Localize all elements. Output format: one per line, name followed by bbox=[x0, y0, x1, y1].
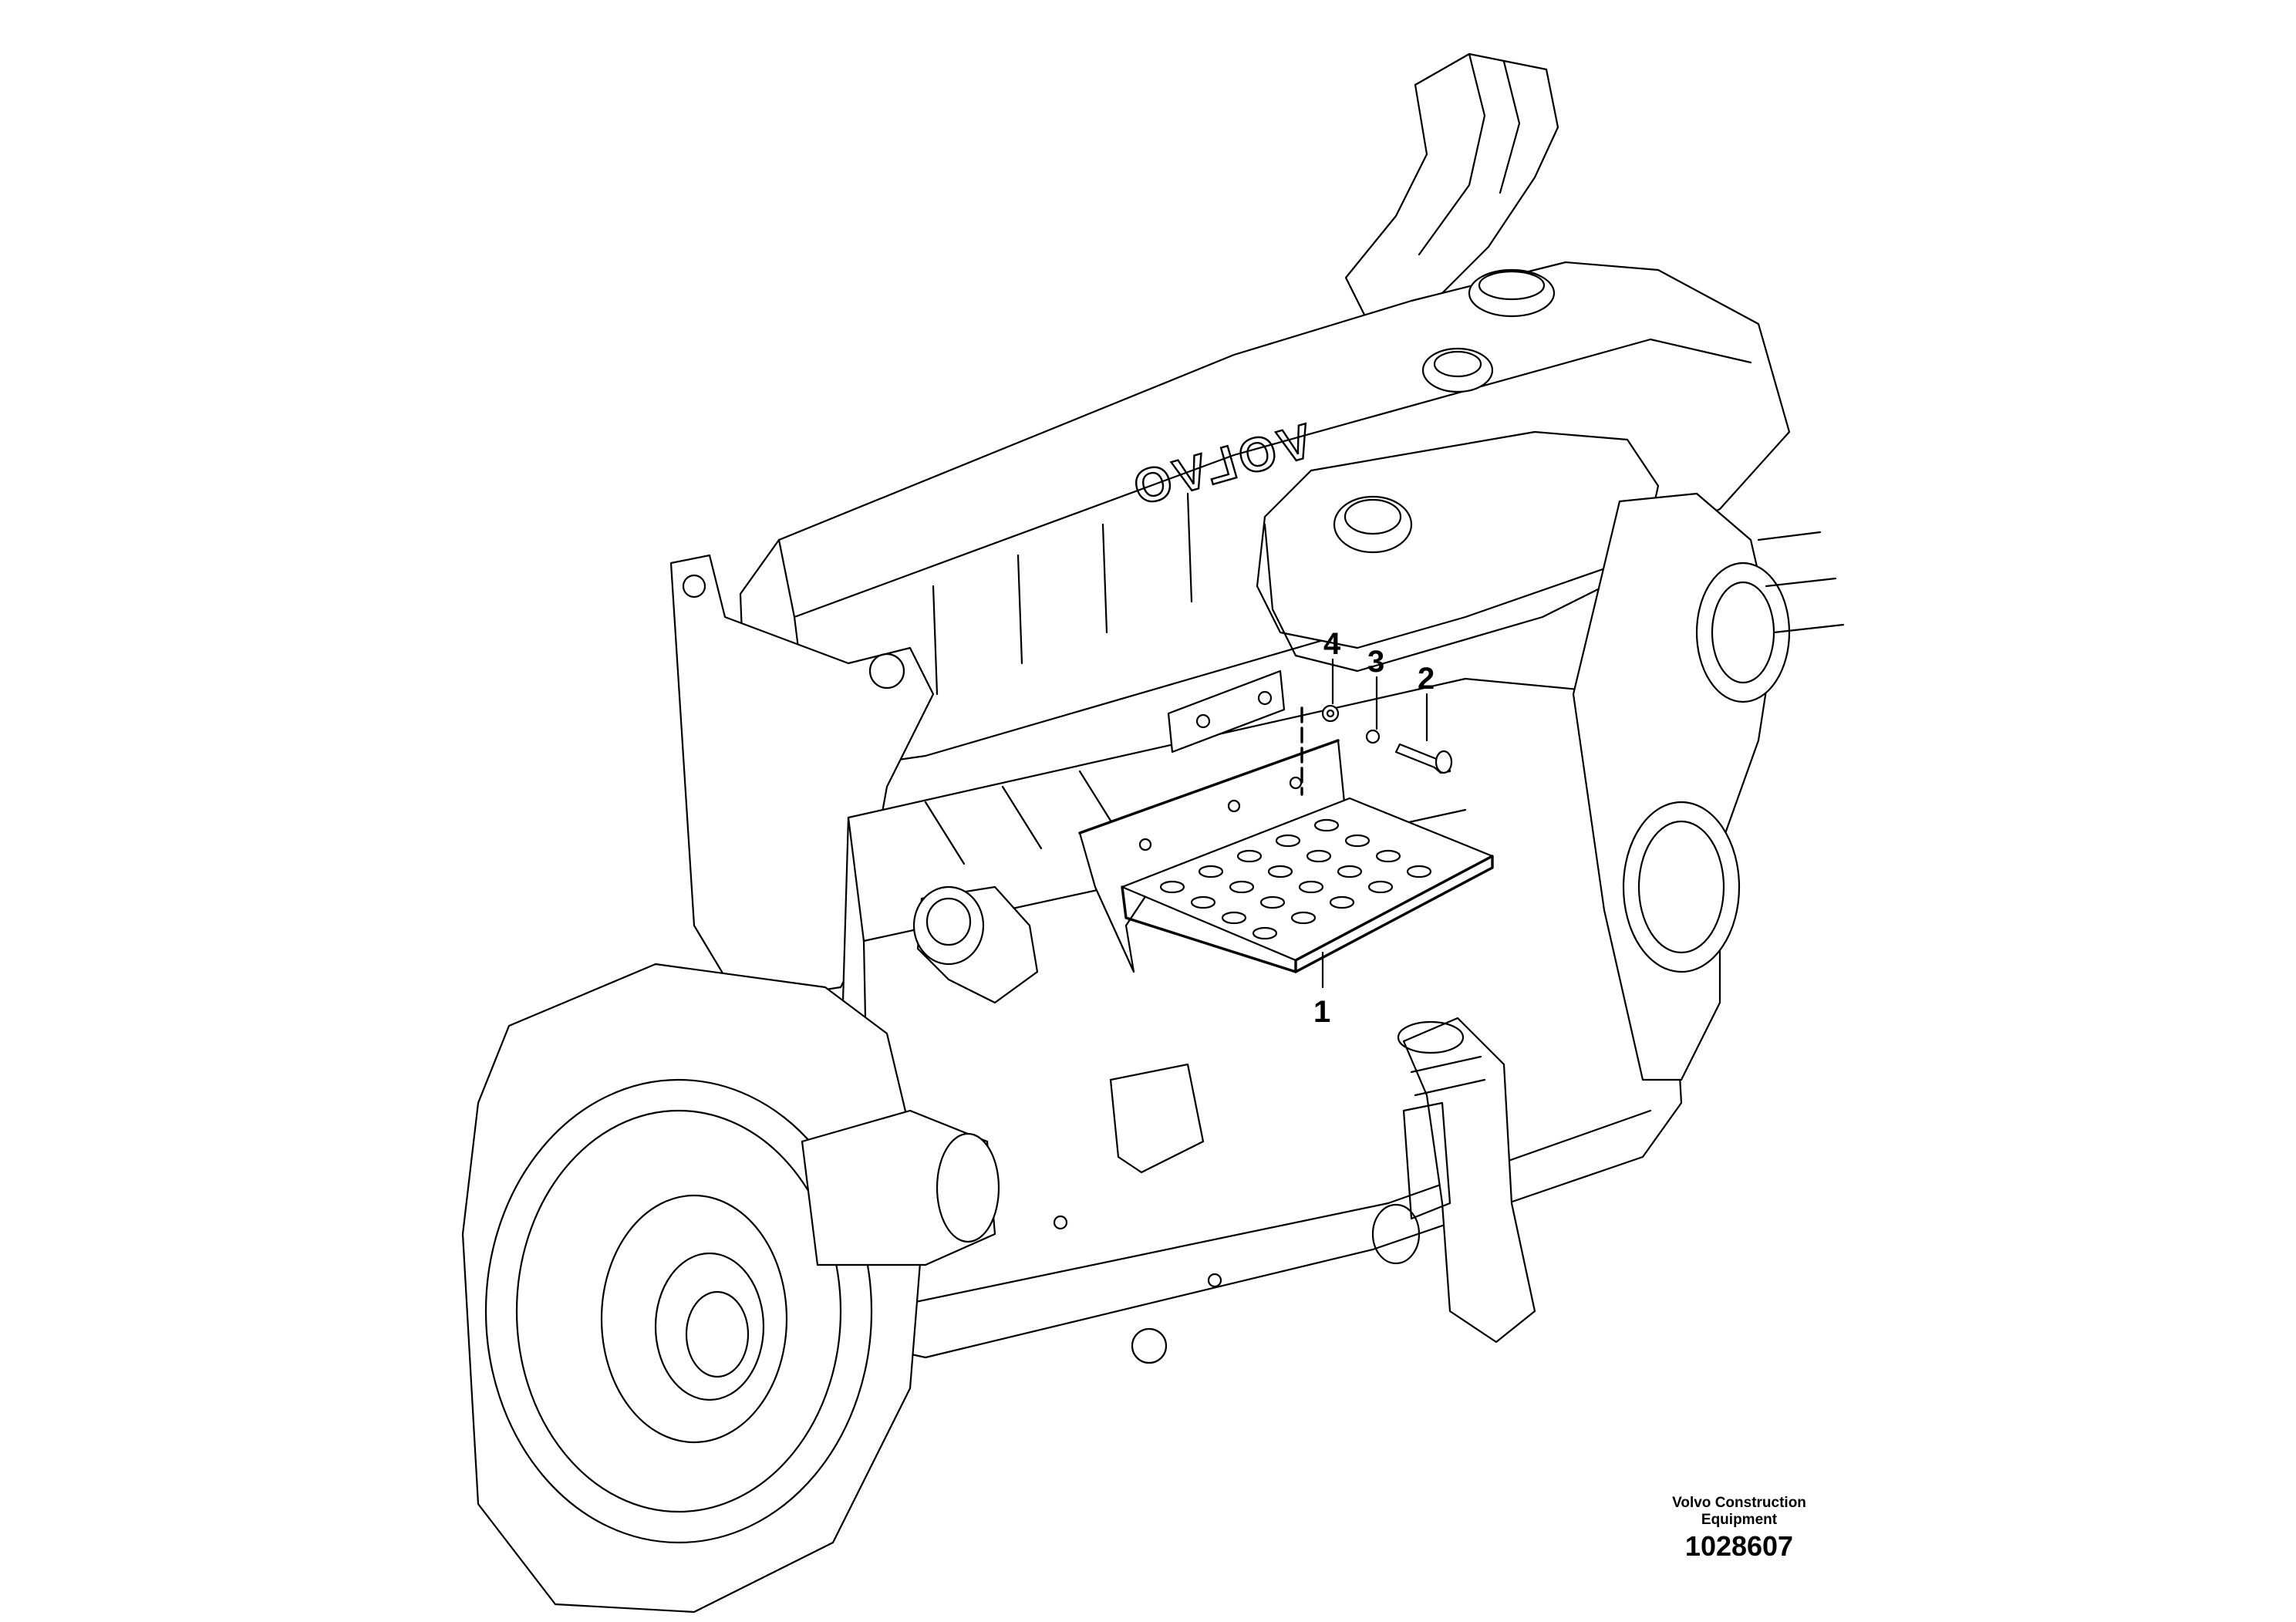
spacer-part-3 bbox=[1365, 729, 1381, 744]
washer-part-4 bbox=[1321, 704, 1340, 723]
callout-3: 3 bbox=[1367, 645, 1384, 679]
step-bracket bbox=[1078, 739, 1494, 973]
illustration-reference-number: 1028607 bbox=[1684, 1530, 1794, 1562]
brand-line-1: Volvo Construction bbox=[1672, 1495, 1806, 1511]
coolant-pipe bbox=[1397, 1017, 1536, 1344]
brand-caption: Volvo Construction Equipment bbox=[1623, 1495, 1855, 1529]
callout-1: 1 bbox=[1313, 995, 1330, 1029]
engine-details bbox=[1053, 1063, 1451, 1364]
callout-2: 2 bbox=[1418, 662, 1435, 696]
mounting-plate bbox=[1167, 669, 1286, 754]
leader-lines bbox=[1321, 658, 1428, 989]
front-pulley bbox=[1572, 492, 1845, 1081]
flywheel-housing bbox=[461, 963, 927, 1614]
fasteners bbox=[1300, 704, 1453, 796]
callout-labels: 1 2 3 4 bbox=[1313, 627, 1435, 1029]
callout-4: 4 bbox=[1323, 627, 1341, 661]
expansion-tank bbox=[1256, 347, 1660, 673]
exhaust-pipe bbox=[1344, 52, 1559, 318]
brand-line-2: Equipment bbox=[1701, 1512, 1778, 1528]
oil-filter bbox=[912, 885, 1039, 1004]
starter-motor bbox=[801, 1109, 1000, 1266]
